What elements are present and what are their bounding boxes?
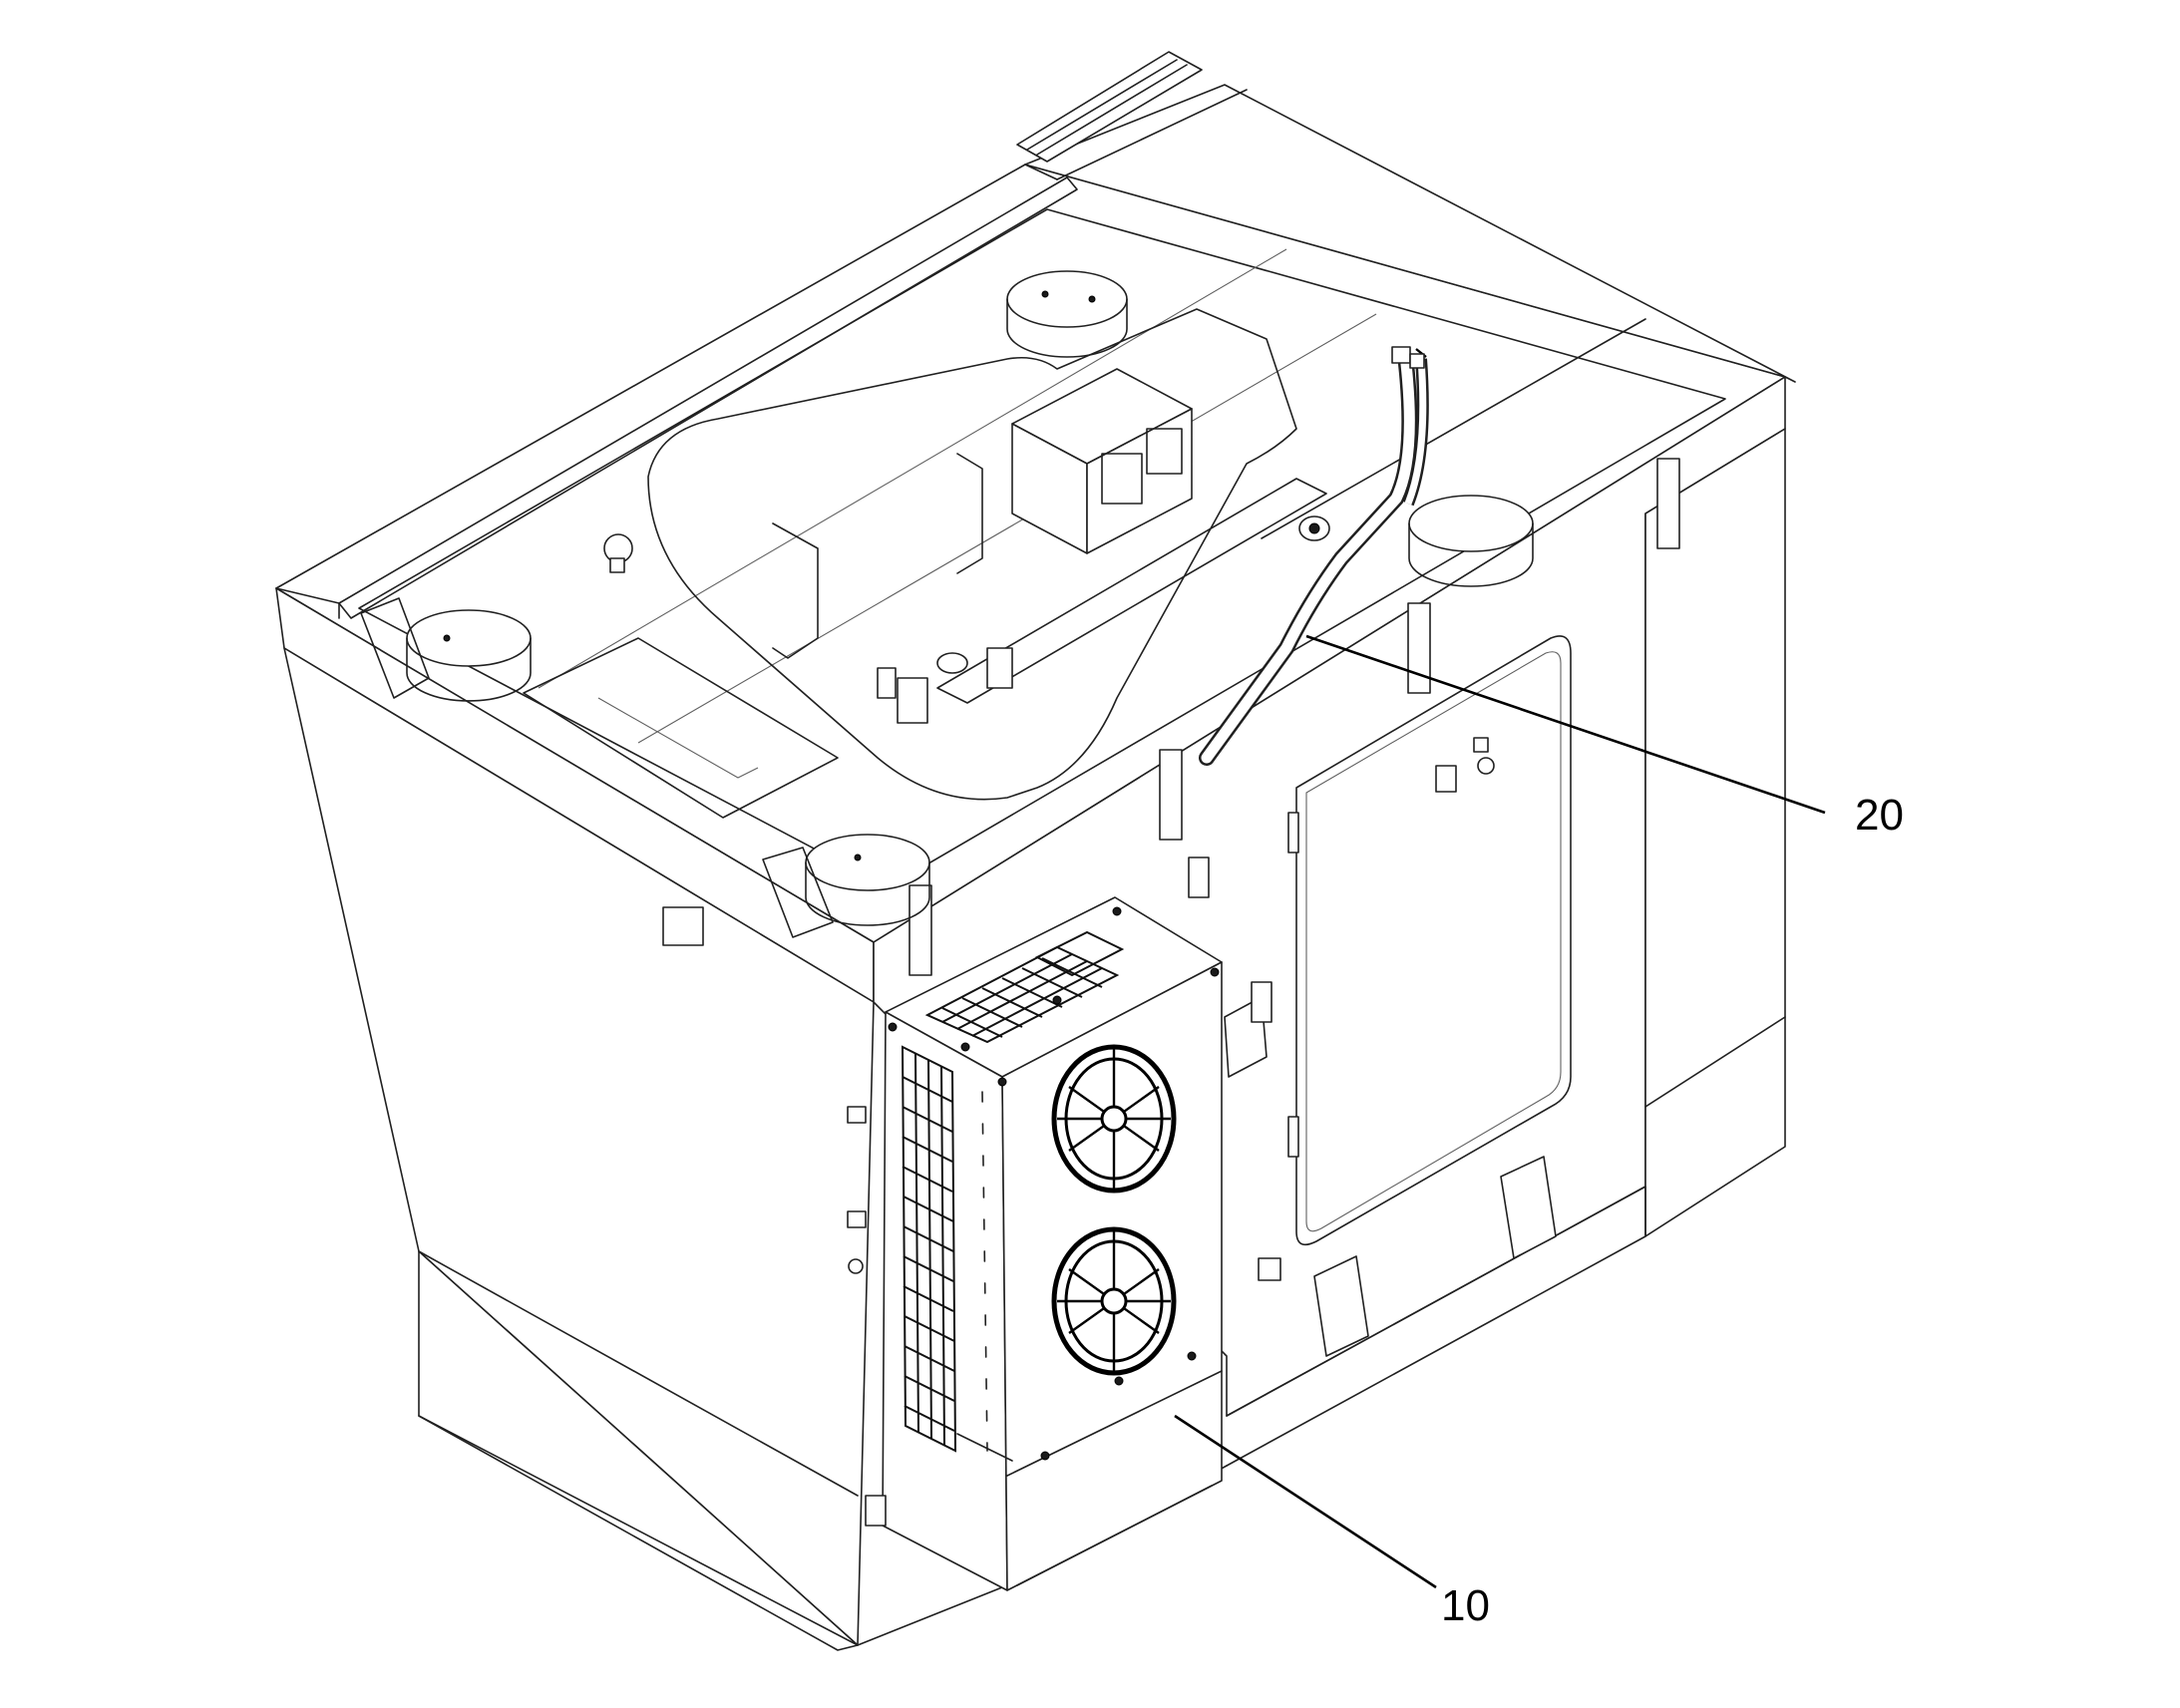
top-grille — [924, 930, 1125, 1044]
control-box — [1011, 368, 1193, 554]
fasteners — [888, 906, 1220, 1461]
hose-fitting-1 — [1391, 346, 1411, 364]
post-2 — [1159, 749, 1183, 841]
left-lip — [338, 176, 1078, 619]
right-end-panel — [1644, 428, 1786, 1237]
rear-rim — [1024, 84, 1796, 383]
callout-10: 10 — [1174, 1414, 1490, 1630]
fan-upper — [1051, 1044, 1177, 1194]
hose-fitting-2 — [1409, 353, 1425, 369]
callout-label-10: 10 — [1441, 1581, 1490, 1630]
mount-disc-2 — [406, 609, 532, 702]
door-hinge-lower — [1287, 1116, 1299, 1158]
side-grille — [901, 1045, 957, 1453]
mount-disc-1 — [1006, 270, 1128, 358]
callout-20: 20 — [1305, 634, 1904, 840]
post-1 — [908, 884, 932, 976]
fan-lower — [1051, 1226, 1177, 1376]
door-hinge-upper — [1287, 812, 1299, 854]
mount-disc-3 — [805, 834, 930, 926]
top-rail — [1016, 51, 1203, 163]
access-door — [1295, 635, 1572, 1246]
hose-assembly — [1199, 346, 1429, 766]
post-4 — [1656, 458, 1680, 549]
bracket-left — [772, 522, 819, 659]
bracket-mid — [956, 453, 983, 574]
post-3 — [1407, 602, 1431, 694]
left-slot — [523, 637, 839, 819]
deck-interior — [358, 208, 1726, 938]
bumper-left — [1313, 1255, 1369, 1357]
bumper-right — [1500, 1156, 1557, 1259]
mount-disc-4 — [1408, 495, 1534, 587]
condenser-unit — [847, 896, 1272, 1591]
latch-block — [1435, 765, 1457, 793]
leader-line-10 — [1174, 1414, 1437, 1589]
leader-line-20 — [1305, 634, 1826, 815]
callout-label-20: 20 — [1855, 791, 1904, 840]
bottom-skirt — [418, 1250, 859, 1651]
deck-cutout — [647, 308, 1297, 801]
